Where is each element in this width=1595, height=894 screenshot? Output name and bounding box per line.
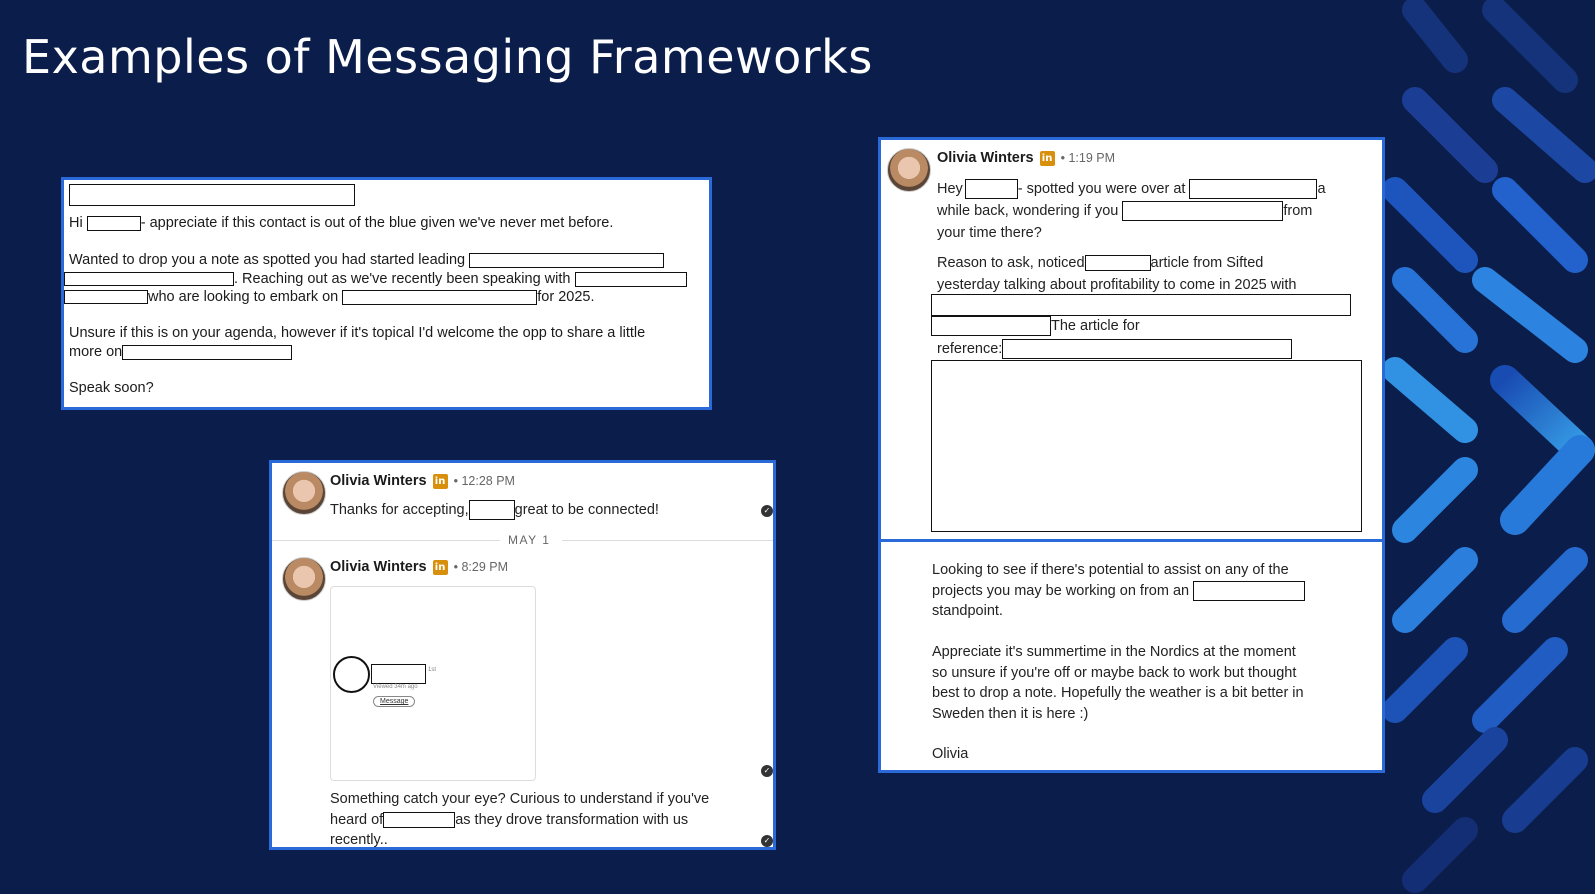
redacted-detail bbox=[64, 272, 234, 287]
redacted-subject bbox=[69, 184, 355, 206]
avatar bbox=[887, 148, 931, 192]
message-header: Olivia Winters in • 12:28 PM bbox=[330, 473, 515, 489]
sender-name[interactable]: Olivia Winters bbox=[330, 559, 427, 575]
redacted-company bbox=[574, 271, 687, 287]
redacted-project bbox=[342, 289, 538, 305]
redacted-article-preview[interactable] bbox=[931, 360, 1362, 532]
redacted-link bbox=[1002, 339, 1293, 360]
message-button[interactable]: Message bbox=[373, 696, 416, 707]
redacted-company bbox=[383, 811, 456, 828]
redacted-companies bbox=[931, 294, 1351, 316]
email-line-greeting: Hi - appreciate if this contact is out o… bbox=[69, 215, 614, 231]
slide-title: Examples of Messaging Frameworks bbox=[22, 30, 873, 84]
redacted-domain bbox=[1193, 580, 1306, 601]
redacted-company bbox=[1189, 179, 1318, 200]
avatar bbox=[282, 471, 326, 515]
linkedin-icon: in bbox=[432, 559, 448, 575]
avatar bbox=[282, 557, 326, 601]
message-signature: Olivia bbox=[932, 746, 969, 762]
chat-card-right: Olivia Winters in • 1:19 PM Hey- spotted… bbox=[878, 137, 1385, 543]
decorative-stripes bbox=[1382, 0, 1595, 893]
redacted-detail bbox=[1122, 201, 1284, 222]
linkedin-icon: in bbox=[432, 473, 448, 489]
message-paragraph-3: Looking to see if there's potential to a… bbox=[932, 560, 1306, 622]
date-divider-line bbox=[562, 540, 773, 541]
redacted-company-2 bbox=[64, 290, 148, 305]
message-text: Thanks for accepting,great to be connect… bbox=[330, 500, 659, 521]
email-line-agenda: Unsure if this is on your agenda, howeve… bbox=[69, 325, 646, 341]
email-signoff: Speak soon? bbox=[69, 380, 154, 396]
chat-card-left: Olivia Winters in • 12:28 PM Thanks for … bbox=[269, 460, 776, 850]
redacted-name bbox=[86, 215, 141, 231]
redacted-initiative bbox=[469, 252, 665, 268]
sender-name[interactable]: Olivia Winters bbox=[330, 473, 427, 489]
read-receipt-icon: ✓ bbox=[761, 505, 773, 517]
message-header: Olivia Winters in • 8:29 PM bbox=[330, 559, 508, 575]
article-line: The article for bbox=[931, 316, 1140, 337]
email-line-more: more on bbox=[69, 343, 293, 362]
profile-preview-card[interactable]: 1st Viewed 34m ago Message bbox=[330, 586, 536, 781]
redacted-detail-2 bbox=[931, 316, 1051, 337]
email-line-intro: Wanted to drop you a note as spotted you… bbox=[69, 251, 665, 270]
profile-photo-placeholder bbox=[333, 656, 370, 693]
message-text: Something catch your eye? Curious to und… bbox=[330, 791, 710, 848]
sender-name[interactable]: Olivia Winters bbox=[937, 150, 1034, 166]
message-time: • 1:19 PM bbox=[1060, 151, 1115, 165]
date-divider-line bbox=[272, 540, 500, 541]
linkedin-icon: in bbox=[1039, 150, 1055, 166]
message-time: • 12:28 PM bbox=[453, 474, 515, 488]
redacted-name bbox=[468, 500, 515, 521]
read-receipt-icon: ✓ bbox=[761, 835, 773, 847]
read-receipt-icon: ✓ bbox=[761, 765, 773, 777]
redacted-profile-name bbox=[371, 664, 426, 684]
message-paragraph-1: Hey- spotted you were over at a while ba… bbox=[937, 179, 1326, 241]
viewed-time: Viewed 34m ago bbox=[373, 684, 418, 690]
redacted-topic bbox=[1084, 255, 1151, 272]
redacted-topic bbox=[122, 344, 293, 360]
message-header: Olivia Winters in • 1:19 PM bbox=[937, 150, 1115, 166]
email-line-reaching: . Reaching out as we've recently been sp… bbox=[64, 270, 687, 289]
reference-line: reference: bbox=[937, 339, 1293, 360]
message-time: • 8:29 PM bbox=[453, 560, 508, 574]
date-divider: MAY 1 bbox=[508, 533, 551, 547]
connection-degree: 1st bbox=[428, 667, 437, 673]
chat-card-right-lower: Looking to see if there's potential to a… bbox=[878, 539, 1385, 773]
email-card: Hi - appreciate if this contact is out o… bbox=[61, 177, 712, 410]
email-line-embark: who are looking to embark on for 2025. bbox=[64, 288, 595, 307]
message-paragraph-4: Appreciate it's summertime in the Nordic… bbox=[932, 644, 1304, 722]
redacted-name bbox=[964, 179, 1018, 200]
